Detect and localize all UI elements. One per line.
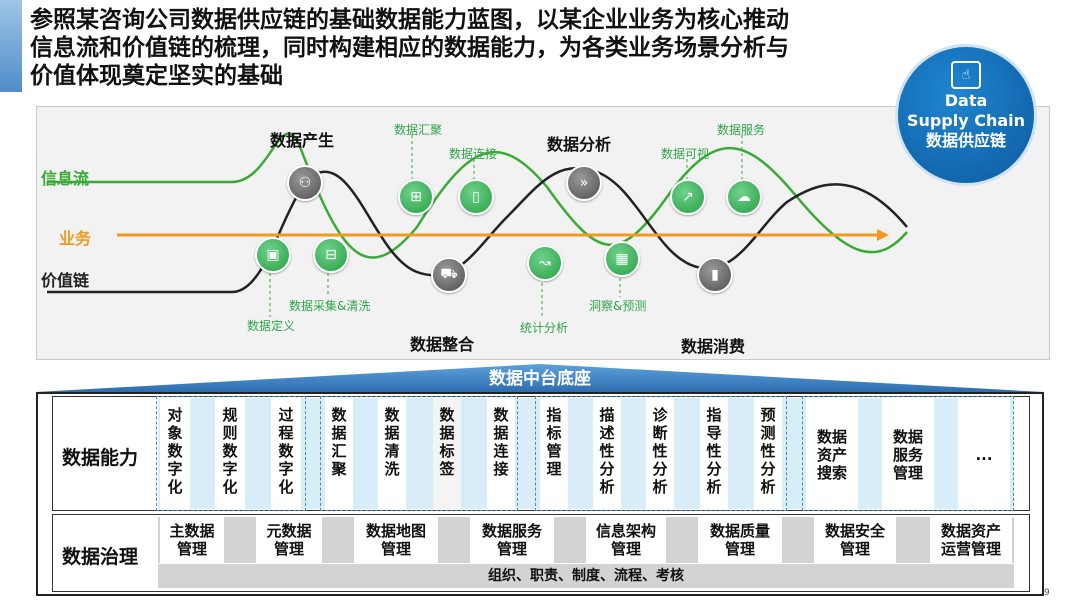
flow-curves xyxy=(47,132,908,319)
label-define: 数据定义 xyxy=(247,319,296,333)
cap-metric-mgmt: 指标管理 xyxy=(540,398,568,509)
line-chart-icon: ↝ xyxy=(527,245,563,281)
info-flow-line xyxy=(47,132,908,259)
dsc-line-2: Supply Chain xyxy=(906,111,1026,130)
title-accent-bar xyxy=(0,0,22,92)
gov-metadata: 元数据管理 xyxy=(256,517,322,563)
stage-produce: 数据产生 xyxy=(270,131,335,150)
cap-descriptive: 描述性分析 xyxy=(593,398,621,509)
base-trapezoid xyxy=(36,364,1044,392)
gov-asset-operation: 数据资产运营管理 xyxy=(930,517,1012,563)
bar-chart-icon: ▮ xyxy=(697,257,733,293)
phone-icon: ▯ xyxy=(458,179,494,215)
robot-arm-icon: ↗ xyxy=(670,179,706,215)
forward-arrows-icon: » xyxy=(566,165,602,201)
title-line-3: 价值体现奠定坚实的基础 xyxy=(30,63,283,89)
label-collect-clean: 数据采集&清洗 xyxy=(289,299,371,313)
gov-data-security: 数据安全管理 xyxy=(814,517,896,563)
gov-data-quality: 数据质量管理 xyxy=(698,517,782,563)
label-service: 数据服务 xyxy=(717,123,766,137)
platform-frame xyxy=(36,392,1044,596)
gov-data-map: 数据地图管理 xyxy=(354,517,438,563)
cap-diagnostic: 诊断性分析 xyxy=(646,398,674,509)
stage-integrate: 数据整合 xyxy=(410,335,475,354)
cap-data-connect: 数据连接 xyxy=(487,398,515,509)
group-digitalization xyxy=(156,396,306,511)
cap-object-digitalization: 对象数字化 xyxy=(160,398,190,509)
cap-data-gather: 数据汇聚 xyxy=(325,398,353,509)
folder-icon: ▣ xyxy=(255,237,291,273)
cap-data-clean: 数据清洗 xyxy=(378,398,406,509)
cap-rule-digitalization: 规则数字化 xyxy=(215,398,245,509)
group-service xyxy=(802,396,1014,511)
label-visual: 数据可视 xyxy=(661,147,710,161)
dsc-line-3: 数据供应链 xyxy=(925,131,1006,150)
cap-data-tag: 数据标签 xyxy=(433,398,461,509)
label-stats: 统计分析 xyxy=(520,321,569,335)
title-line-2: 信息流和价值链的梳理，同时构建相应的数据能力，为各类业务场景分析与 xyxy=(30,35,789,61)
stage-analyze: 数据分析 xyxy=(547,135,612,154)
chip-icon: ▦ xyxy=(604,241,640,277)
data-supply-chain-circle: ☝ Data Supply Chain 数据供应链 xyxy=(895,44,1037,186)
gov-master-data: 主数据管理 xyxy=(160,517,224,563)
cap-process-digitalization: 过程数字化 xyxy=(271,398,301,509)
page-number: 9 xyxy=(1044,588,1050,598)
title-line-1: 参照某咨询公司数据供应链的基础数据能力蓝图，以某企业业务为核心推动 xyxy=(30,7,789,33)
dsc-line-1: Data xyxy=(944,91,988,110)
business-arrowhead xyxy=(877,229,889,241)
governance-foundation: 组织、职责、制度、流程、考核 xyxy=(158,564,1014,588)
label-connect: 数据连接 xyxy=(449,147,498,161)
page-title: 参照某咨询公司数据供应链的基础数据能力蓝图，以某企业业务为核心推动 信息流和价值… xyxy=(30,6,930,90)
business-label: 业务 xyxy=(59,229,92,248)
value-chain-label: 价值链 xyxy=(41,271,90,290)
base-label: 数据中台底座 xyxy=(489,369,591,389)
value-chain-line xyxy=(47,166,908,294)
cap-predictive: 预测性分析 xyxy=(754,398,782,509)
info-flow-label: 信息流 xyxy=(41,169,90,188)
capability-title: 数据能力 xyxy=(62,447,139,469)
cap-asset-search: 数据资产搜索 xyxy=(806,398,858,509)
truck-icon: ⛟ xyxy=(431,257,467,293)
hierarchy-icon: ⊞ xyxy=(398,179,434,215)
group-data-processing xyxy=(320,396,518,511)
cap-more: ... xyxy=(958,398,1010,509)
cap-prescriptive: 指导性分析 xyxy=(700,398,728,509)
governance-title: 数据治理 xyxy=(62,546,139,568)
cap-service-mgmt: 数据服务管理 xyxy=(882,398,934,509)
gov-info-architecture: 信息架构管理 xyxy=(586,517,666,563)
conveyor-icon: ⊟ xyxy=(313,237,349,273)
label-insight: 洞察&预测 xyxy=(589,299,647,313)
network-icon: ⚇ xyxy=(287,165,323,201)
label-gather: 数据汇聚 xyxy=(394,123,443,137)
gov-data-service: 数据服务管理 xyxy=(470,517,554,563)
cloud-icon: ☁ xyxy=(726,179,762,215)
group-analysis xyxy=(535,396,787,511)
touch-screen-icon: ☝ xyxy=(951,61,981,89)
stage-consume: 数据消费 xyxy=(681,337,746,356)
data-flow-panel: 信息流 业务 价值链 数据产生 数据整合 数据分析 数据消费 数据汇聚 数据连接… xyxy=(36,106,1050,360)
